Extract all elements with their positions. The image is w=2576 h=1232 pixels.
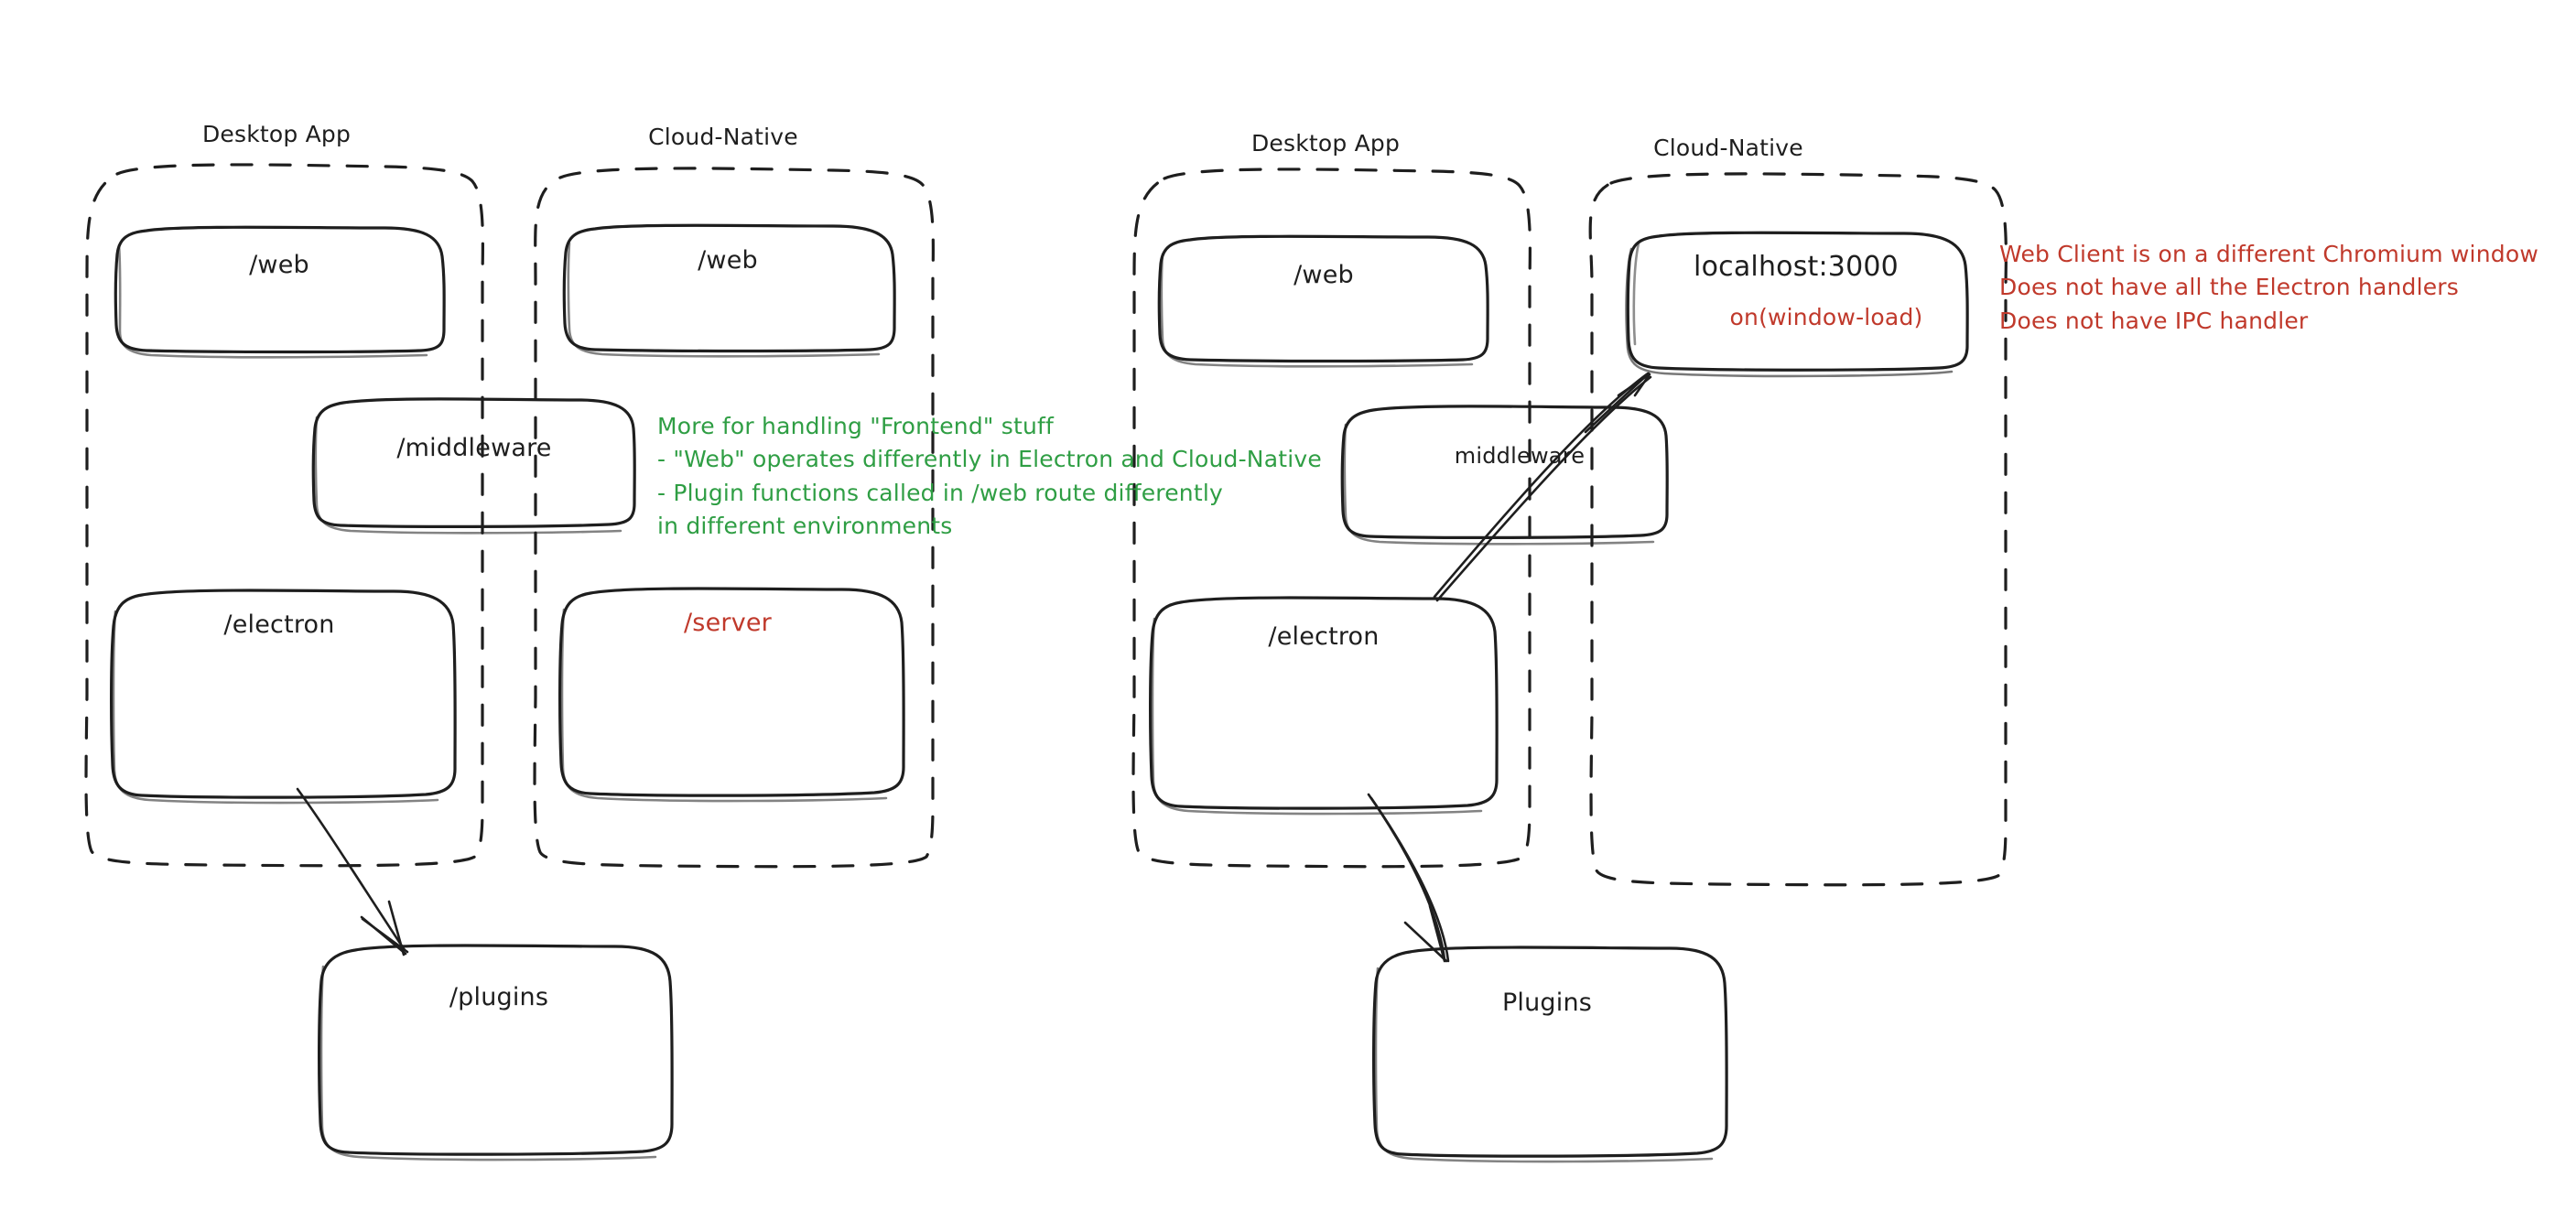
right-localhost-sublabel: on(window-load)	[1729, 304, 1923, 330]
right-web-label: /web	[1293, 261, 1354, 289]
left-cloud-native-container	[533, 167, 935, 869]
left-server-box	[558, 587, 905, 803]
right-cloud-native-title: Cloud-Native	[1653, 135, 1803, 161]
right-electron-box	[1149, 596, 1499, 816]
right-desktop-app-title: Desktop App	[1250, 130, 1401, 157]
connector-electron-to-plugins-right	[1367, 793, 1450, 963]
left-plugins-label: /plugins	[449, 983, 549, 1011]
left-web-desktop-label: /web	[249, 251, 309, 279]
left-electron-label: /electron	[223, 611, 335, 639]
right-desktop-app-container	[1131, 168, 1532, 869]
right-middleware-box	[1340, 405, 1669, 546]
right-web-box	[1157, 234, 1489, 368]
connector-electron-to-plugins-left	[296, 787, 409, 956]
right-plugins-box	[1372, 946, 1728, 1163]
left-middleware-box	[311, 397, 636, 535]
right-localhost-box	[1625, 231, 1969, 378]
right-plugins-label: Plugins	[1501, 989, 1593, 1017]
connector-electron-to-localhost	[1433, 372, 1652, 602]
left-plugins-box	[318, 944, 674, 1162]
right-electron-label: /electron	[1268, 622, 1380, 651]
left-server-label: /server	[684, 609, 772, 637]
left-electron-box	[110, 589, 457, 805]
left-web-cloud-box	[562, 223, 896, 358]
left-desktop-app-container	[84, 163, 484, 868]
right-cloud-native-container	[1588, 172, 2008, 887]
left-middleware-label: /middleware	[396, 434, 552, 462]
right-middleware-label: middleware	[1454, 443, 1586, 469]
green-annotation-note: More for handling "Frontend" stuff - "We…	[657, 413, 1322, 539]
right-localhost-label: localhost:3000	[1694, 251, 1899, 283]
red-annotation-note: Web Client is on a different Chromium wi…	[1999, 241, 2538, 334]
left-web-cloud-label: /web	[698, 246, 758, 275]
left-desktop-app-title: Desktop App	[201, 121, 352, 147]
left-cloud-native-title: Cloud-Native	[648, 124, 798, 150]
left-web-desktop-box	[114, 225, 446, 359]
